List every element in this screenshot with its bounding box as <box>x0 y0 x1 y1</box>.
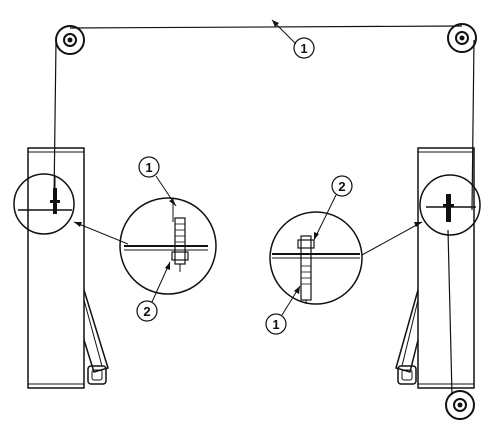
callout-2-left-detail-label: 2 <box>143 304 150 319</box>
left-large-detail-circle <box>119 197 217 295</box>
cable-path <box>53 25 475 211</box>
callout-1-left-detail: 1 <box>138 156 177 207</box>
callout-2-right-detail: 2 <box>313 175 353 241</box>
left-upright-column <box>27 147 109 389</box>
right-small-detail-circle <box>419 174 481 236</box>
callout-1-right-detail: 1 <box>265 285 301 335</box>
bottom-right-pulley <box>445 390 475 420</box>
right-large-detail-circle <box>269 211 363 305</box>
callout-1-top-label: 1 <box>300 41 307 56</box>
callout-2-left-detail: 2 <box>136 261 171 322</box>
top-right-pulley <box>447 23 477 53</box>
callout-1-right-detail-label: 1 <box>272 317 279 332</box>
left-small-detail-circle <box>13 173 75 235</box>
right-upright-column <box>395 147 475 396</box>
callout-2-right-detail-label: 2 <box>338 179 345 194</box>
callout-1-left-detail-label: 1 <box>145 160 152 175</box>
top-left-pulley <box>55 25 85 55</box>
detail-leader-lines <box>73 221 423 256</box>
callout-1-top: 1 <box>271 19 315 59</box>
